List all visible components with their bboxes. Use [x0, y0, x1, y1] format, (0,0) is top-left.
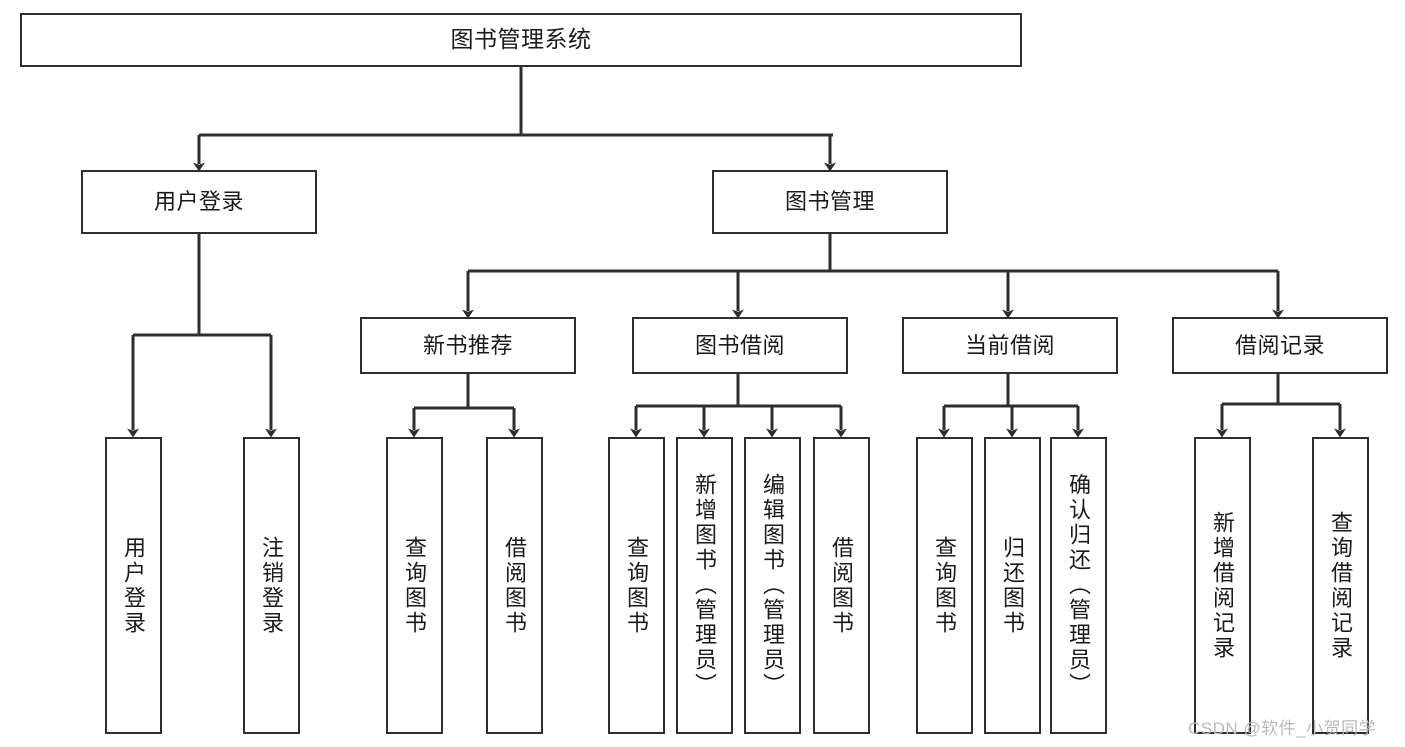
node-leaf-user-login-label: 用户登录 — [121, 535, 147, 636]
watermark-text: CSDN @软件_小贺同学 — [1188, 719, 1377, 738]
node-borrow-record-label: 借阅记录 — [1234, 332, 1325, 358]
node-leaf-borrow-book-1-label: 借阅图书 — [502, 535, 528, 636]
node-leaf-confirm-return-label: 确认归还（管理员） — [1066, 473, 1092, 698]
node-user-login[interactable]: 用户登录 — [81, 170, 317, 234]
node-leaf-confirm-return[interactable]: 确认归还（管理员） — [1050, 437, 1107, 734]
node-root-system-label: 图书管理系统 — [450, 26, 592, 53]
node-leaf-query-book-3[interactable]: 查询图书 — [916, 437, 973, 734]
node-new-book-recommend[interactable]: 新书推荐 — [360, 317, 576, 374]
node-book-manage-label: 图书管理 — [784, 189, 875, 215]
node-new-book-recommend-label: 新书推荐 — [422, 332, 513, 358]
node-book-borrow-label: 图书借阅 — [694, 332, 785, 358]
node-leaf-return-book[interactable]: 归还图书 — [984, 437, 1041, 734]
node-leaf-edit-book[interactable]: 编辑图书（管理员） — [744, 437, 801, 734]
node-current-borrow-label: 当前借阅 — [964, 332, 1055, 358]
node-leaf-user-login[interactable]: 用户登录 — [105, 437, 162, 734]
node-leaf-query-book-1-label: 查询图书 — [402, 535, 428, 636]
node-leaf-query-record[interactable]: 查询借阅记录 — [1312, 437, 1369, 734]
node-leaf-add-book-label: 新增图书（管理员） — [692, 473, 718, 698]
node-user-login-label: 用户登录 — [153, 189, 244, 215]
node-borrow-record[interactable]: 借阅记录 — [1172, 317, 1388, 374]
node-book-manage[interactable]: 图书管理 — [712, 170, 948, 234]
node-current-borrow[interactable]: 当前借阅 — [902, 317, 1118, 374]
node-leaf-return-book-label: 归还图书 — [1000, 535, 1026, 636]
node-leaf-logout-login-label: 注销登录 — [259, 535, 285, 636]
node-leaf-borrow-book-2[interactable]: 借阅图书 — [813, 437, 870, 734]
node-root-system[interactable]: 图书管理系统 — [20, 13, 1022, 67]
node-leaf-query-book-1[interactable]: 查询图书 — [386, 437, 443, 734]
node-leaf-query-book-2-label: 查询图书 — [624, 535, 650, 636]
node-leaf-borrow-book-2-label: 借阅图书 — [829, 535, 855, 636]
node-leaf-edit-book-label: 编辑图书（管理员） — [760, 473, 786, 698]
node-leaf-query-record-label: 查询借阅记录 — [1328, 510, 1354, 661]
node-book-borrow[interactable]: 图书借阅 — [632, 317, 848, 374]
node-leaf-add-record-label: 新增借阅记录 — [1210, 510, 1236, 661]
node-leaf-add-book[interactable]: 新增图书（管理员） — [676, 437, 733, 734]
node-leaf-query-book-3-label: 查询图书 — [932, 535, 958, 636]
node-leaf-borrow-book-1[interactable]: 借阅图书 — [486, 437, 543, 734]
node-leaf-add-record[interactable]: 新增借阅记录 — [1194, 437, 1251, 734]
node-leaf-logout-login[interactable]: 注销登录 — [243, 437, 300, 734]
node-leaf-query-book-2[interactable]: 查询图书 — [608, 437, 665, 734]
